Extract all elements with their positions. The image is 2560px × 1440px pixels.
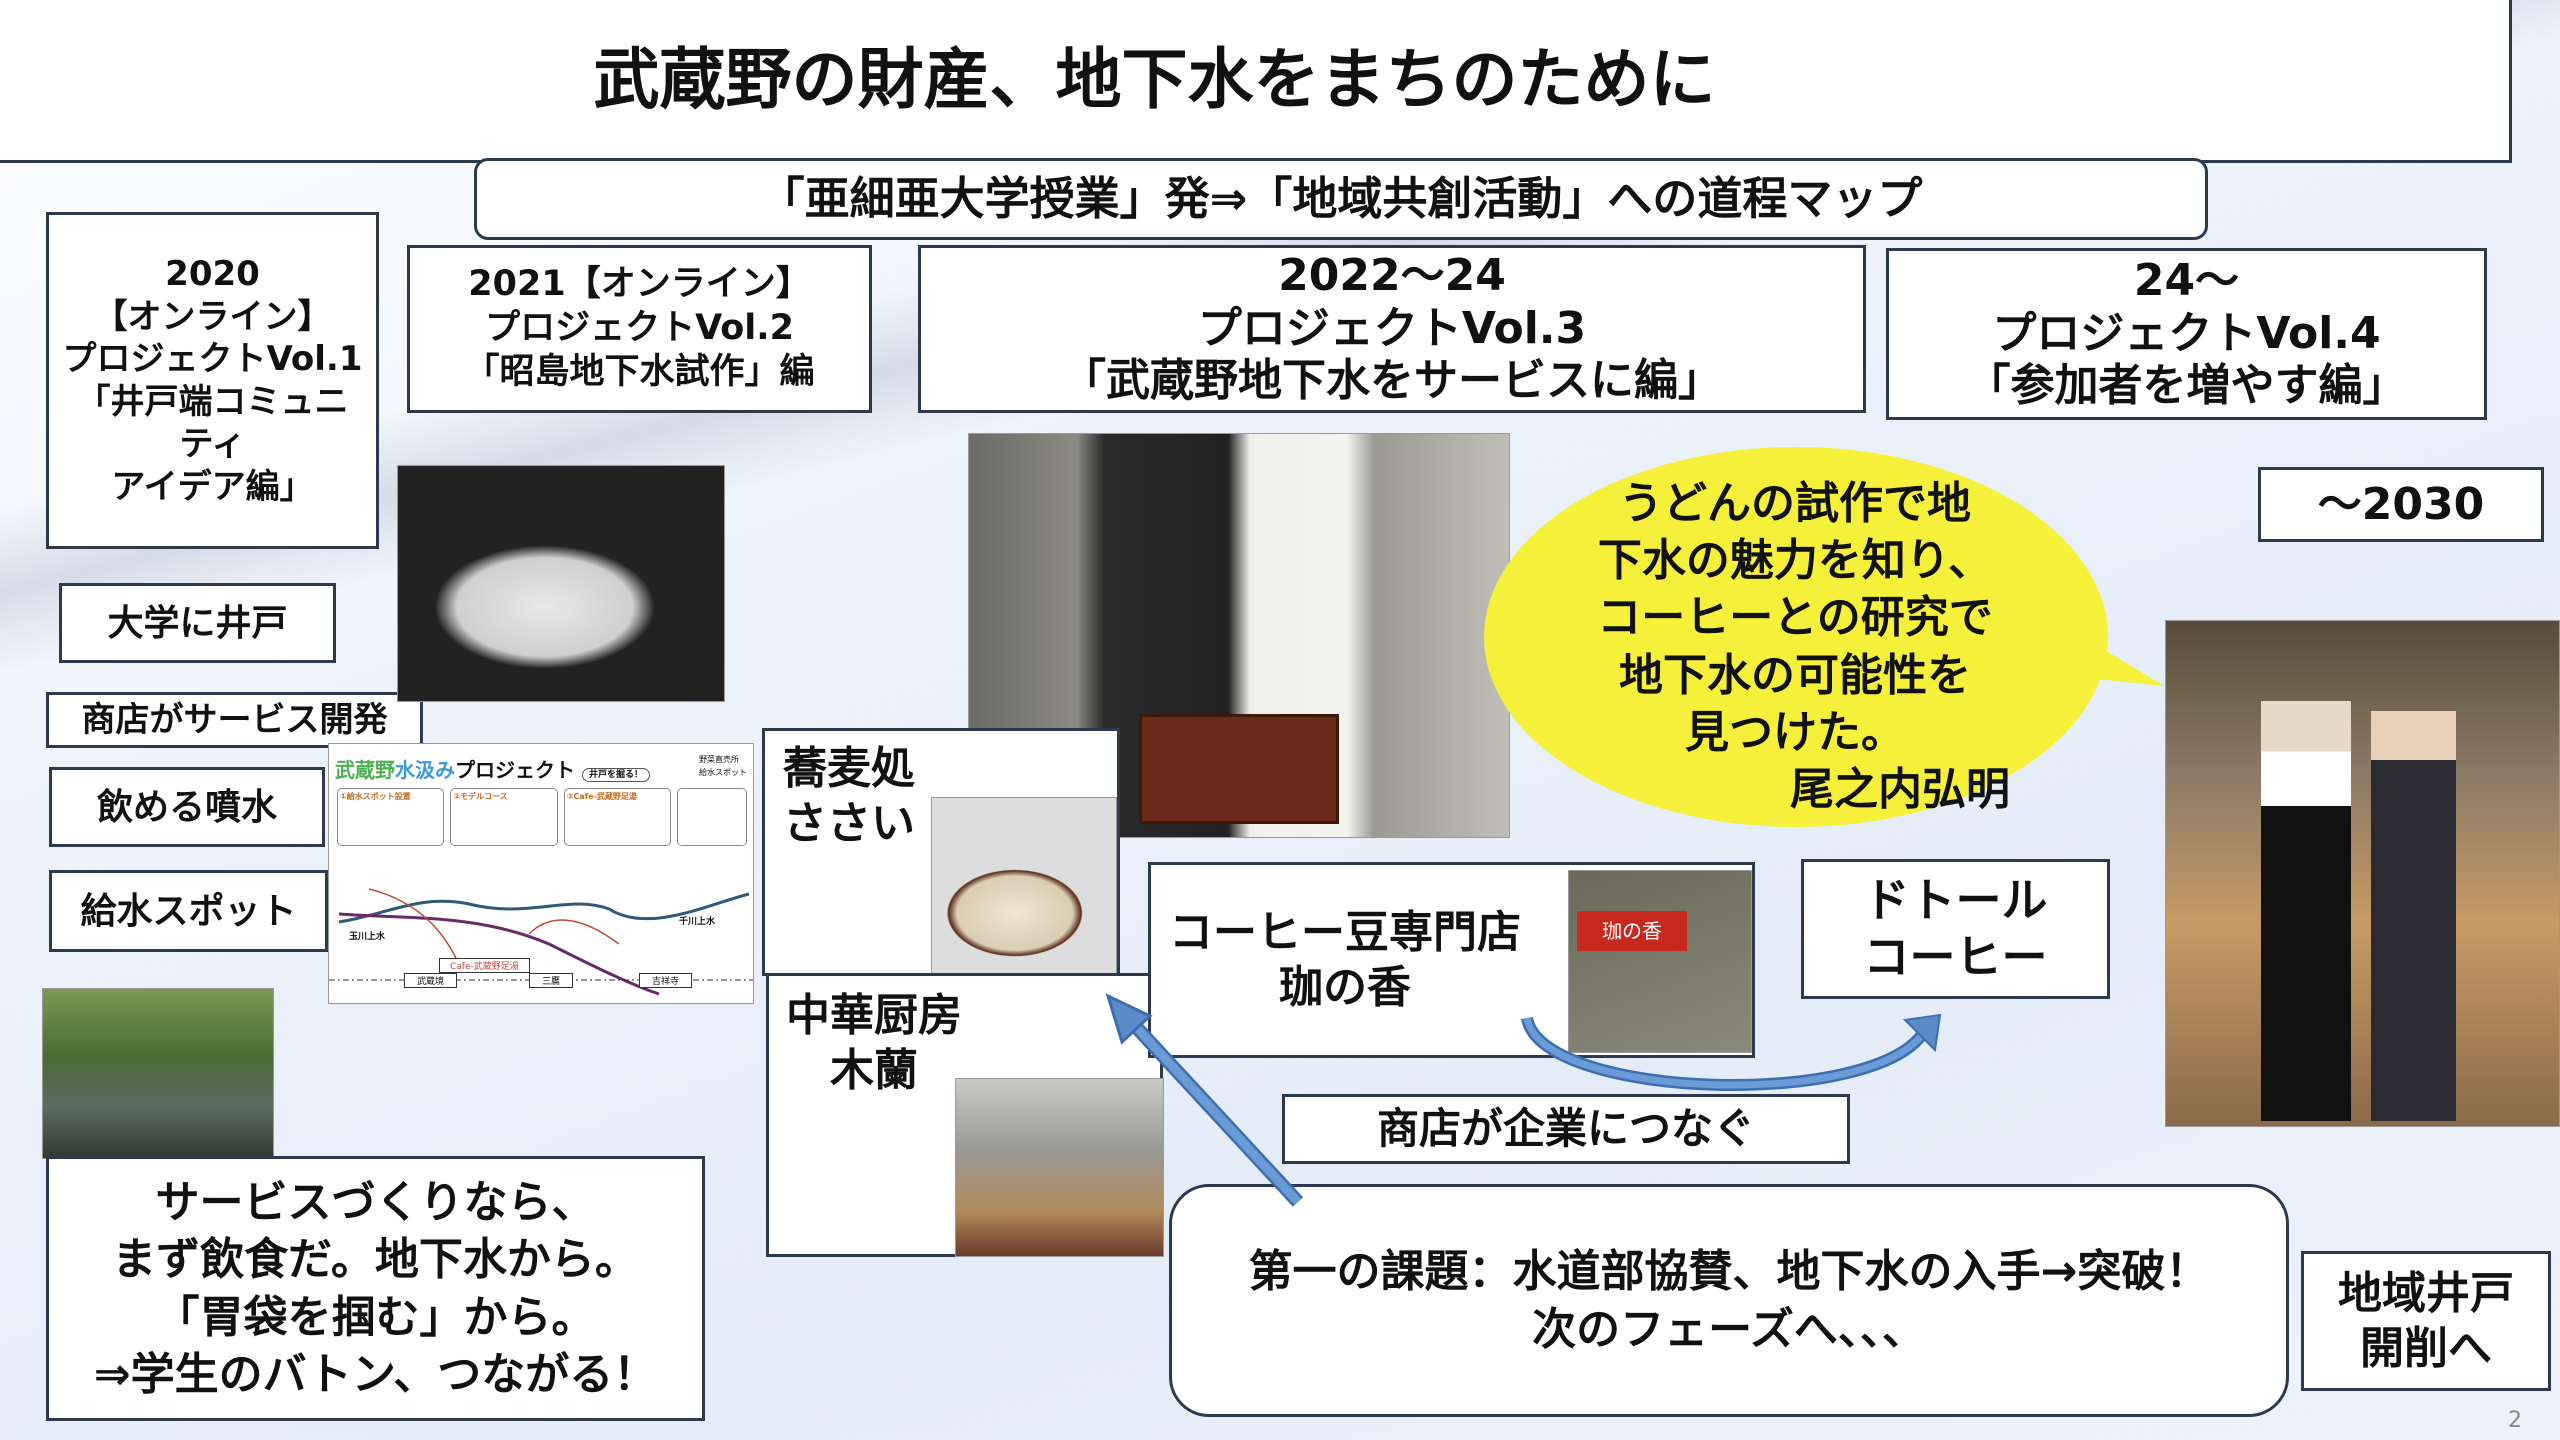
phase-2024: 24～ プロジェクトVol.4 「参加者を増やす編」	[1886, 248, 2487, 420]
map-title: 武蔵野	[335, 758, 395, 782]
phase-line: 「参加者を増やす編」	[1966, 360, 2407, 412]
shop-name: 中華厨房	[786, 990, 962, 1041]
phase-line: プロジェクトVol.1	[62, 339, 363, 379]
bubble-author: 尾之内弘明	[1790, 763, 2010, 815]
label-university-well: 大学に井戸	[59, 583, 336, 663]
phase-line: プロジェクトVol.4	[1992, 307, 2381, 359]
bubble-line: 下水の魅力を知り、	[1597, 535, 1993, 587]
shop-name: 蕎麦処	[783, 743, 915, 794]
phase-2022: 2022～24 プロジェクトVol.3 「武蔵野地下水をサービスに編」	[918, 245, 1866, 413]
phase-line: プロジェクトVol.2	[485, 308, 794, 349]
bubble-line: うどんの試作で地	[1619, 478, 1971, 529]
coffee-bag-photo: 珈の香	[1568, 870, 1752, 1053]
page-number: 2	[2508, 1408, 2522, 1433]
connect-box: 商店が企業につなぐ	[1282, 1094, 1850, 1164]
label-shop-service: 商店がサービス開発	[46, 692, 423, 748]
map-station: 三鷹	[529, 973, 574, 988]
label-text: 大学に井戸	[107, 602, 288, 644]
phase-line: ティ	[179, 424, 246, 464]
shop-name: 珈の香	[1279, 962, 1411, 1013]
rice-photo	[397, 465, 725, 702]
map-routes	[329, 888, 753, 996]
map-cafe: Cafe-武蔵野足湯	[439, 958, 530, 973]
phase-line: 24～	[2133, 254, 2240, 306]
phase-2030: ～2030	[2258, 467, 2544, 542]
company-name: ドトール	[1863, 872, 2048, 927]
phase-line: アイデア編」	[111, 466, 314, 507]
map-river: 玉川上水	[349, 932, 386, 942]
label-text: 商店がサービス開発	[81, 699, 388, 740]
phase-2020: 2020 【オンライン】 プロジェクトVol.1 「井戸端コミュニ ティ アイデ…	[46, 212, 379, 549]
map-station: 武蔵境	[404, 973, 458, 988]
doutor-box: ドトール コーヒー	[1801, 859, 2110, 999]
udon-bowl-photo	[931, 797, 1117, 976]
service-line: ⇒学生のバトン、つながる！	[93, 1348, 658, 1400]
service-box: サービスづくりなら、 まず飲食だ。地下水から。 「胃袋を掴む」から。 ⇒学生のバ…	[46, 1156, 705, 1421]
speech-bubble	[1484, 447, 2164, 827]
page-title: 武蔵野の財産、地下水をまちのために	[593, 40, 1716, 118]
map-title: 水汲み	[395, 758, 455, 782]
phase-line: 2022～24	[1278, 249, 1506, 301]
well-dig-box: 地域井戸 開削へ	[2301, 1251, 2551, 1391]
map-section: ②モデルコース	[450, 788, 558, 846]
bubble-line: 見つけた。	[1685, 706, 1905, 758]
label-text: 飲める噴水	[96, 786, 277, 828]
service-line: まず飲食だ。地下水から。	[112, 1234, 639, 1286]
challenge-line: 次のフェーズへ、、、	[1532, 1303, 1926, 1355]
map-bubble: 井戸を掘る！	[581, 768, 650, 782]
shop-name: コーヒー豆専門店	[1169, 907, 1521, 958]
subtitle-box: 「亜細亜大学授業」発⇒「地域共創活動」への道程マップ	[474, 158, 2208, 240]
title-box: 武蔵野の財産、地下水をまちのために	[0, 0, 2512, 163]
service-line: サービスづくりなら、	[155, 1177, 596, 1229]
map-station: 吉祥寺	[639, 973, 693, 988]
company-name: コーヒー	[1863, 930, 2048, 984]
arrow-head	[1902, 1013, 1942, 1053]
shop-name: ささい	[783, 798, 915, 849]
phase-line: 2021【オンライン】	[468, 264, 811, 305]
map-legend: 野菜直売所	[699, 755, 739, 764]
coffee-staff-photo	[2165, 620, 2560, 1127]
label-water-spot: 給水スポット	[49, 870, 328, 952]
challenge-box: 第一の課題：水道部協賛、地下水の入手→突破！ 次のフェーズへ、、、	[1169, 1184, 2289, 1417]
bubble-text: うどんの試作で地 下水の魅力を知り、 コーヒーとの研究で 地下水の可能性を 見つ…	[1560, 475, 2030, 818]
service-line: 「胃袋を掴む」から。	[155, 1291, 596, 1343]
phase-2021: 2021【オンライン】 プロジェクトVol.2 「昭島地下水試作」編	[407, 245, 872, 413]
shop-name: 木蘭	[830, 1045, 918, 1096]
coffee-label: 珈の香	[1577, 911, 1687, 951]
map-title: プロジェクト	[455, 758, 575, 782]
bubble-line: 地下水の可能性を	[1619, 649, 1971, 701]
project-map-image: 武蔵野水汲みプロジェクト 井戸を掘る！ 野菜直売所 給水スポット ①給水スポット…	[328, 743, 754, 1004]
label-text: 開削へ	[2360, 1323, 2492, 1374]
challenge-line: 第一の課題：水道部協賛、地下水の入手→突破！	[1248, 1246, 2210, 1298]
phase-line: 「武蔵野地下水をサービスに編」	[1062, 355, 1722, 407]
phase-line: ～2030	[2317, 479, 2485, 530]
bubble-line: コーヒーとの研究で	[1597, 592, 1993, 644]
phase-line: プロジェクトVol.3	[1197, 302, 1587, 354]
phase-line: 2020	[165, 254, 260, 294]
phase-line: 【オンライン】	[93, 296, 332, 337]
label-fountain: 飲める噴水	[49, 767, 325, 847]
label-text: 地域井戸	[2338, 1268, 2514, 1319]
map-section: ③Cafe-武蔵野足湯	[563, 788, 671, 846]
phase-line: 「昭島地下水試作」編	[464, 351, 815, 392]
label-text: 商店が企業につなぐ	[1376, 1103, 1755, 1153]
label-text: 給水スポット	[80, 890, 297, 932]
kitchen-photo	[955, 1078, 1164, 1257]
map-legend: 給水スポット	[699, 767, 747, 777]
map-section: ①給水スポット設置	[337, 788, 445, 846]
map-river: 千川上水	[679, 917, 716, 927]
phase-line: 「井戸端コミュニ	[76, 381, 349, 422]
subtitle: 「亜細亜大学授業」発⇒「地域共創活動」への道程マップ	[759, 171, 1923, 225]
forest-stream-photo	[42, 988, 274, 1159]
